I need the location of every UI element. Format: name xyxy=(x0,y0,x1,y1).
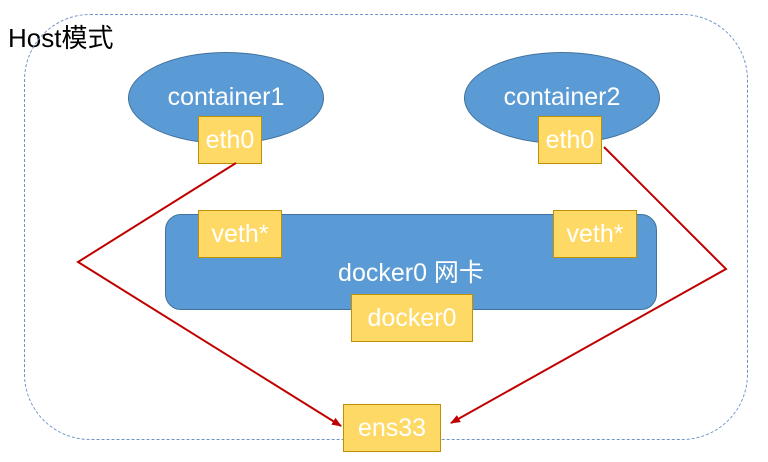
docker0-iface-tag: docker0 xyxy=(351,294,473,342)
container1-label: container1 xyxy=(167,83,285,111)
docker0-bridge-label: docker0 网卡 xyxy=(338,259,484,287)
ens33-tag: ens33 xyxy=(343,404,441,452)
veth-right-tag: veth* xyxy=(553,210,637,258)
container1-to-ens33-arrow xyxy=(76,162,342,427)
veth-left-tag: veth* xyxy=(198,210,282,258)
container2-to-ens33-arrow xyxy=(450,146,728,424)
container1-eth0-tag: eth0 xyxy=(198,116,262,164)
container2-eth0-tag: eth0 xyxy=(538,116,602,164)
container2-label: container2 xyxy=(503,83,621,111)
